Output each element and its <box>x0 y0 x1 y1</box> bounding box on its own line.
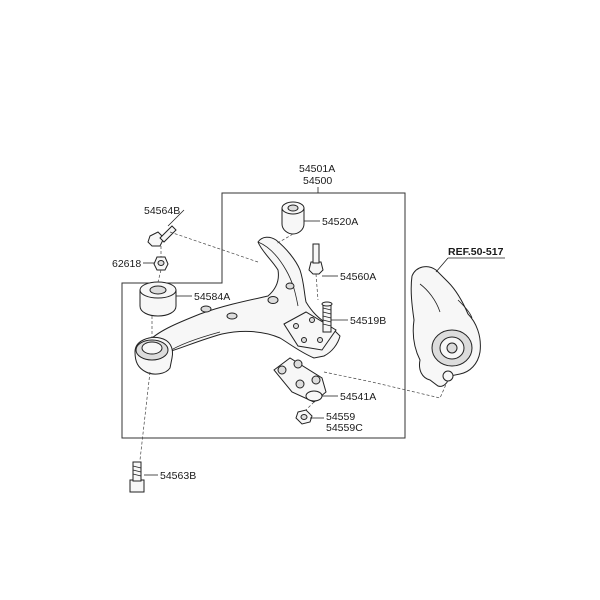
rear-bushing <box>281 201 305 235</box>
group-label-54501a: 54501A <box>299 163 335 175</box>
callout-54559: 54559 <box>326 411 355 423</box>
assembly-lines <box>139 231 449 461</box>
bolt-54560a <box>308 243 324 275</box>
callout-54564b: 54564B <box>144 205 180 217</box>
bolt-54564b <box>147 225 177 247</box>
nut-54559 <box>295 409 313 425</box>
ball-joint <box>273 357 327 403</box>
nut-62618 <box>153 256 169 271</box>
group-label-54500: 54500 <box>303 175 332 187</box>
lower-control-arm <box>149 236 341 359</box>
bolt-54563b <box>129 461 145 493</box>
callout-54560a: 54560A <box>340 271 376 283</box>
callout-54541a: 54541A <box>340 391 376 403</box>
stud-54519b <box>321 301 333 333</box>
callout-54563b: 54563B <box>160 470 196 482</box>
steering-knuckle <box>410 266 481 387</box>
callout-54520a: 54520A <box>322 216 358 228</box>
reference-label: REF.50-517 <box>448 246 504 258</box>
callout-54559c: 54559C <box>326 422 363 434</box>
callout-54584a: 54584A <box>194 291 230 303</box>
assembly-frame <box>121 192 406 439</box>
front-bushing-bore <box>134 337 173 375</box>
front-bushing <box>139 281 177 317</box>
leader-lines <box>143 209 505 476</box>
callout-54519b: 54519B <box>350 315 386 327</box>
callout-62618: 62618 <box>112 258 141 270</box>
